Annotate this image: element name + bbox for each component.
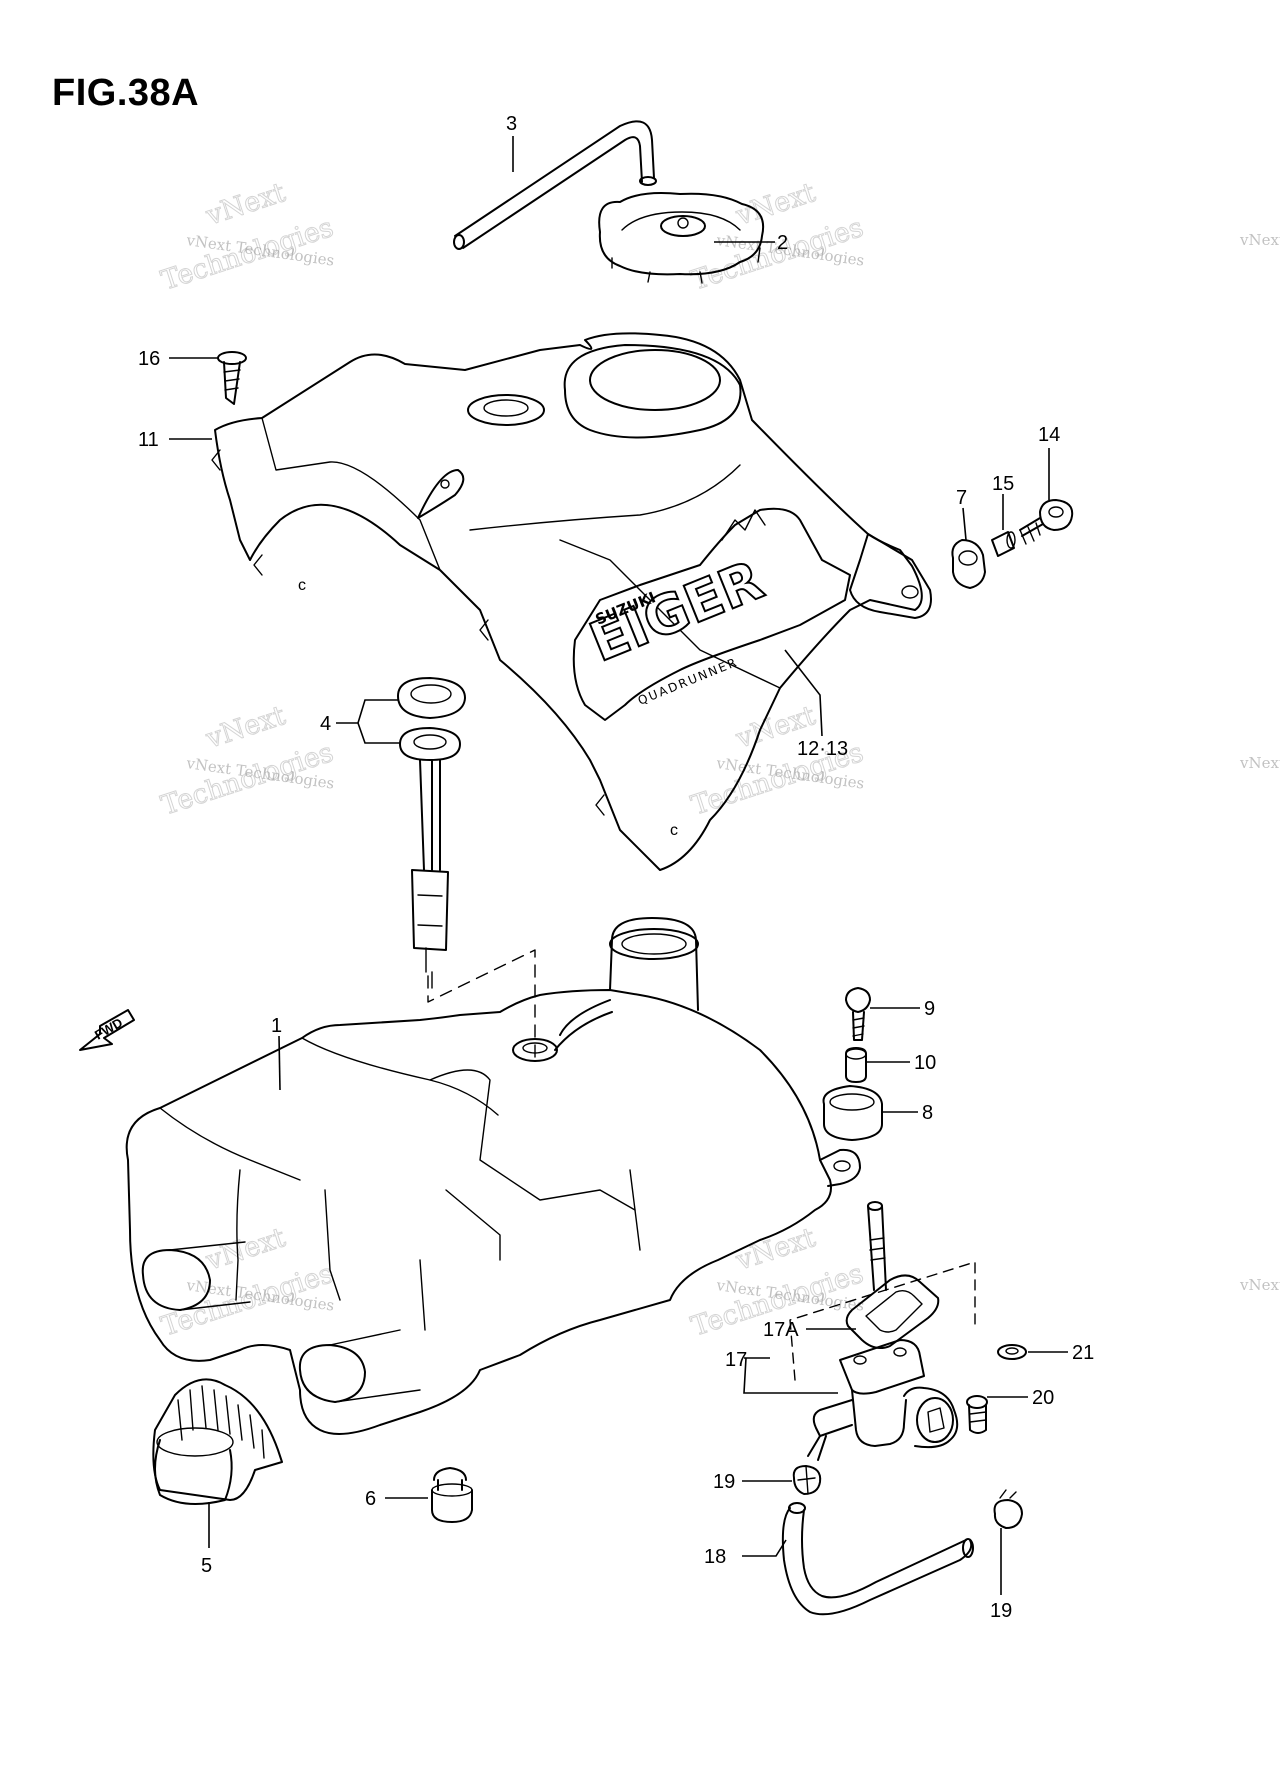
eiger-decal: EIGER SUZUKI QUADRUNNER [572,507,851,721]
fuel-gauge-sender [397,677,536,1059]
label-part-19a: 19 [713,1471,735,1493]
fuel-cock [789,1201,1027,1461]
cover-mount-hardware [951,499,1074,589]
label-part-12-13: 12·13 [797,738,848,760]
breather-hose [453,120,657,250]
label-part-17: 17 [725,1349,747,1371]
watermark-text: vNext Technologies [1239,1276,1280,1294]
label-part-9: 9 [924,998,935,1020]
label-part-19b: 19 [990,1600,1012,1622]
label-part-5: 5 [201,1555,212,1577]
label-part-3: 3 [506,113,517,135]
watermark-text: vNext [202,1222,290,1277]
watermark-text: vNext [202,177,290,232]
forward-arrow-icon: FWD [79,1009,135,1051]
fuel-strainer [152,1378,283,1505]
tank-mount-hardware [822,987,883,1141]
watermark-text: vNext Technologies [1239,754,1280,772]
label-part-21: 21 [1072,1342,1094,1364]
label-part-6: 6 [365,1488,376,1510]
label-part-17a: 17A [763,1319,799,1341]
label-part-16: 16 [138,348,160,370]
watermarks: vNext Technologies vNext Technologies vN… [157,177,1280,1344]
label-part-20: 20 [1032,1387,1054,1409]
label-part-14: 14 [1038,424,1060,446]
label-part-11: 11 [138,429,159,451]
watermark-text: vNext [202,700,290,755]
decal-sub-text: QUADRUNNER [636,655,740,708]
fuel-cap [598,192,764,284]
label-part-15: 15 [992,473,1014,495]
label-part-7: 7 [956,487,967,509]
screw-16 [217,351,247,405]
fuel-tank [125,917,861,1435]
label-part-1: 1 [271,1015,282,1037]
watermark-text: vNext Technologies [1239,231,1280,249]
label-part-2: 2 [777,232,788,254]
callouts: 3 2 16 11 7 15 14 4 12·13 9 10 8 [138,113,1094,1622]
fuel-hose-and-clamps [781,1465,1023,1616]
figure-title: FIG.38A [52,72,200,114]
svg-text:c: c [670,822,678,839]
label-part-4: 4 [320,713,331,735]
fwd-text: FWD [92,1015,125,1043]
label-part-10: 10 [914,1052,936,1074]
cushion-6 [431,1467,473,1523]
label-part-18: 18 [704,1546,726,1568]
watermark-text: vNext [732,1222,820,1277]
label-part-8: 8 [922,1102,933,1124]
svg-text:c: c [298,577,306,594]
tank-cover: c c [211,332,932,871]
